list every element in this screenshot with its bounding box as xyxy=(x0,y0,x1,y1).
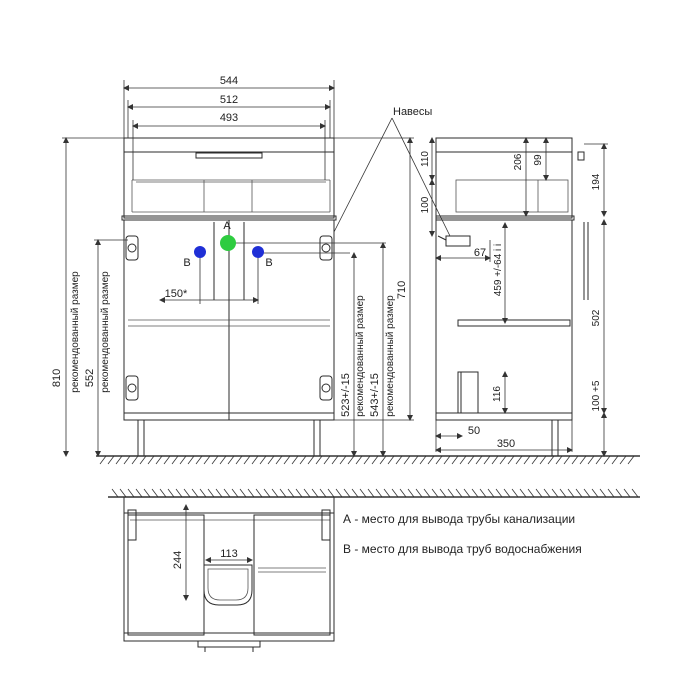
drawer-handle xyxy=(195,152,263,159)
front-view: 544 512 493 810 рекомендованный размер 5… xyxy=(51,75,451,457)
dim-67: 67 xyxy=(474,247,486,259)
dim-493: 493 xyxy=(220,112,238,124)
dim-502: 502 xyxy=(591,309,602,326)
dim-110: 110 xyxy=(420,151,431,167)
dim-150: 150* xyxy=(165,288,188,300)
dim-543: 543+/-15 xyxy=(369,373,381,417)
dim-810-note: рекомендованный размер xyxy=(70,271,81,393)
hinge-top-right xyxy=(319,235,333,261)
dim-113: 113 xyxy=(220,548,238,560)
dim-244: 244 xyxy=(172,551,184,569)
dim-350: 350 xyxy=(497,438,515,450)
side-view: 110 100 67 206 99 194 459 +/-64 i i 502 … xyxy=(420,137,608,457)
point-b-left-label: B xyxy=(183,257,190,269)
dim-99: 99 xyxy=(533,154,544,166)
hinges-label: Навесы xyxy=(393,106,432,118)
hinge-bottom-right xyxy=(319,375,333,401)
dim-552: 552 xyxy=(84,369,96,387)
dim-710: 710 xyxy=(396,281,408,299)
legend-a: А - место для вывода трубы канализации xyxy=(343,512,575,526)
dim-100-side: 100 xyxy=(420,196,431,213)
hinge-bottom-left xyxy=(125,375,139,401)
dim-543-note: рекомендованный размер xyxy=(385,295,396,417)
dim-552-note: рекомендованный размер xyxy=(100,271,111,393)
plan-view: 244 113 xyxy=(108,488,640,652)
dim-512: 512 xyxy=(220,94,238,106)
dim-459: 459 +/-64 i i xyxy=(493,244,504,297)
floor-front xyxy=(96,455,640,465)
dim-194: 194 xyxy=(591,173,602,190)
dim-544: 544 xyxy=(220,75,238,87)
legend-b: В - место для вывода труб водоснабжения xyxy=(343,542,582,556)
point-b-right-label: B xyxy=(265,257,272,269)
dim-206: 206 xyxy=(513,153,524,170)
dim-523-note: рекомендованный размер xyxy=(355,295,366,417)
sewer-outlet-marker xyxy=(220,235,236,251)
dim-523: 523+/-15 xyxy=(340,373,352,417)
water-outlet-right-marker xyxy=(252,246,264,258)
hinge-top-left xyxy=(125,235,139,261)
water-outlet-left-marker xyxy=(194,246,206,258)
dim-810: 810 xyxy=(51,369,63,387)
dim-116: 116 xyxy=(492,386,503,402)
point-a-label: A xyxy=(223,220,231,232)
dim-50: 50 xyxy=(468,425,480,437)
dim-100-plus5: 100 +5 xyxy=(591,380,602,411)
